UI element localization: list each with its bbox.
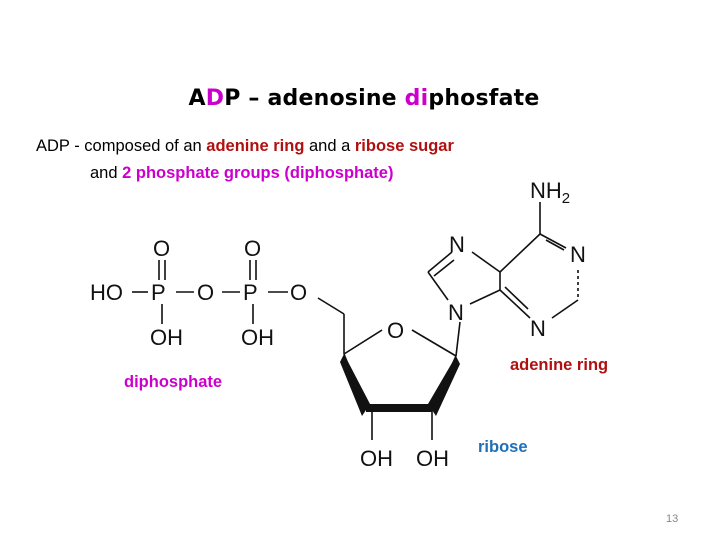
atom-oh-left: OH: [360, 446, 393, 471]
atom-n1: N: [570, 242, 586, 267]
atom-ho: HO: [90, 280, 123, 305]
page-number: 13: [666, 513, 679, 525]
label-diphosphate: diphosphate: [124, 373, 223, 391]
atom-o-top-1: O: [153, 236, 170, 261]
atom-n3: N: [530, 316, 546, 341]
atom-ribose-o: O: [387, 318, 404, 343]
atom-o-bridge: O: [197, 280, 214, 305]
description-line-2: and 2 phosphate groups (diphosphate): [90, 164, 394, 182]
atom-oh-right: OH: [416, 446, 449, 471]
atom-nh2: NH2: [530, 178, 570, 207]
description-line-1: ADP - composed of an adenine ring and a …: [36, 137, 454, 155]
atom-o-ester: O: [290, 280, 307, 305]
atom-n9: N: [448, 300, 464, 325]
atom-oh-2: OH: [241, 325, 274, 350]
atom-p1: P: [151, 280, 166, 305]
ribose-wedge-bonds: [340, 354, 460, 416]
atom-p2: P: [243, 280, 258, 305]
label-ribose: ribose: [478, 438, 528, 456]
atom-oh-1: OH: [150, 325, 183, 350]
atom-n7: N: [449, 232, 465, 257]
label-adenine-ring: adenine ring: [510, 356, 609, 374]
atom-labels: HO P O P O O O OH OH O OH OH N N N N NH2: [90, 178, 586, 471]
bond-lines: [132, 202, 579, 440]
atom-o-top-2: O: [244, 236, 261, 261]
slide-title: ADP – adenosine diphosfate: [188, 86, 540, 111]
